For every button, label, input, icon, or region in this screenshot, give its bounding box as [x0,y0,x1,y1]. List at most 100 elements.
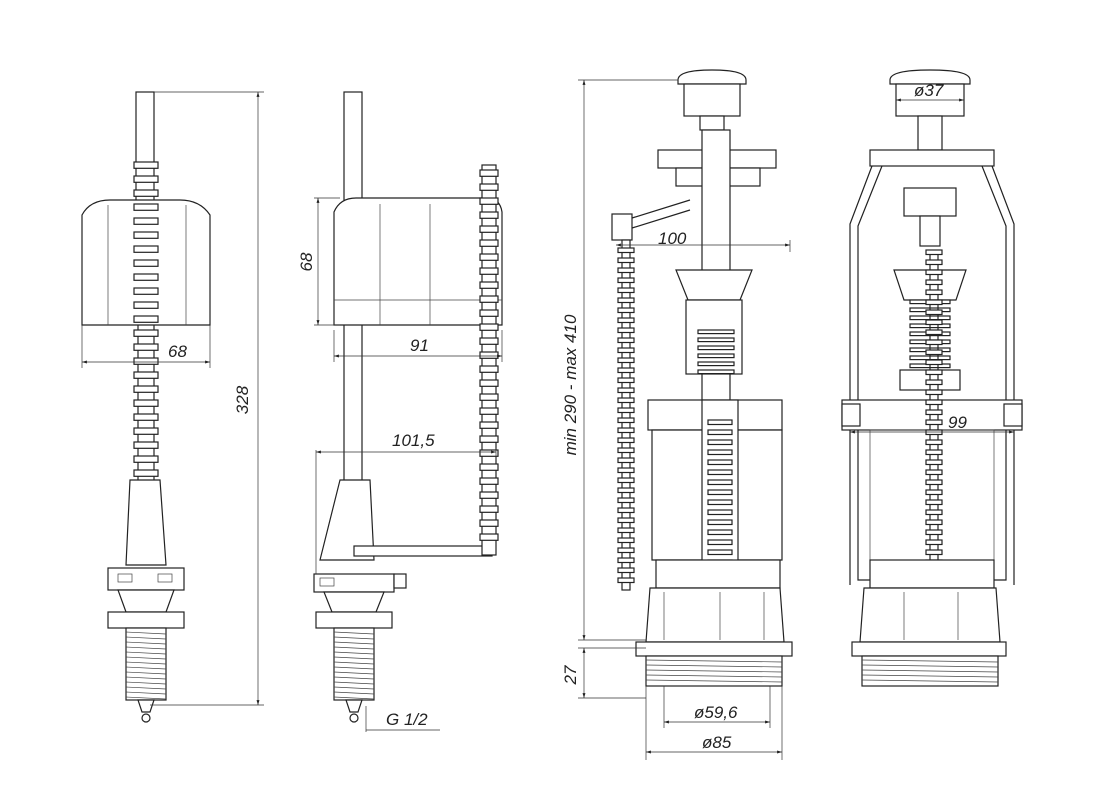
ladder-rung [617,337,635,344]
ladder-rung [133,399,159,407]
thread-ring [645,659,783,663]
ladder-rung [925,499,943,506]
thread-ring [125,666,167,670]
ladder-rung [697,345,735,351]
ladder-rung [707,489,733,496]
ladder-rung [617,257,635,264]
dim-side-reach: 100 [658,229,687,248]
ladder-rung [925,299,943,306]
thread-ring [333,671,375,675]
thread-ring [333,631,375,635]
ladder-rung [617,467,635,474]
fill-valve-side-entry [313,91,503,723]
thread-ring [645,664,783,668]
ladder-rung [697,337,735,343]
ladder-rung [617,287,635,294]
ladder-rung [925,489,943,496]
ladder-rung [617,317,635,324]
ladder-rung [925,509,943,516]
thread-ring [333,641,375,645]
thread-ring [645,674,783,678]
ladder-rung [925,329,943,336]
thread-ring [333,686,375,690]
thread-ring [333,666,375,670]
thread-ring [125,646,167,650]
ladder-rung [479,477,499,485]
ladder-rung [697,329,735,335]
thread-ring [125,656,167,660]
ladder-rung [479,379,499,387]
thread-ring [125,686,167,690]
ladder-rung [617,347,635,354]
thread-ring [125,661,167,665]
ladder-rung [133,245,159,253]
dimension-lines-fig4 [850,98,1014,434]
ladder-rung [479,169,499,177]
thread-ring [333,661,375,665]
ladder-rung [707,459,733,466]
ladder-rung [925,379,943,386]
ladder-rung [617,487,635,494]
ladder-rung [617,537,635,544]
ladder-rung [617,267,635,274]
thread-ring [125,636,167,640]
dimension-lines-fig2 [314,197,503,732]
thread-ring [861,659,999,663]
ladder-rung [617,567,635,574]
dim-overall-height: 328 [233,385,252,414]
ladder-rung [707,519,733,526]
dim-base-height: 27 [561,665,580,685]
ladder-rung [617,527,635,534]
ladder-rung [925,539,943,546]
thread-ring [125,651,167,655]
ladder-rung [479,449,499,457]
dim-thread-diameter: ø59,6 [694,703,738,722]
ladder-rung [133,217,159,225]
ladder-rung [925,409,943,416]
ladder-rung [617,307,635,314]
ladder-rung [133,441,159,449]
thread-ring [125,671,167,675]
ladder-rung [133,329,159,337]
ladder-rung [133,469,159,477]
ladder-rung [925,529,943,536]
ladder-rung [479,421,499,429]
thread-ring [333,676,375,680]
ladder-rung [707,479,733,486]
thread-ring [333,656,375,660]
thread-ring [333,691,375,695]
thread-ring [333,651,375,655]
ladder-rung [707,449,733,456]
ladder-rung [925,289,943,296]
ladder-rung [133,343,159,351]
ladder-rung [479,225,499,233]
ladder-rung [925,279,943,286]
ladder-rung [133,175,159,183]
ladder-rung [479,365,499,373]
ladder-rung [133,371,159,379]
ladder-rung [479,491,499,499]
ladder-rung [479,183,499,191]
ladder-rung [617,557,635,564]
dim-adjustable-height: min 290 - max 410 [561,314,580,455]
dimension-lines-fig1 [81,91,264,706]
ladder-rung [925,439,943,446]
ladder-rung [479,393,499,401]
ladder-rung [133,161,159,169]
thread-ring [333,646,375,650]
ladder-rung [617,477,635,484]
ladder-rung [617,547,635,554]
ladder-rung [133,273,159,281]
ladder-rung [479,295,499,303]
ladder-rung [133,413,159,421]
ladder-rung [479,309,499,317]
ladder-rung [925,519,943,526]
thread-ring [125,631,167,635]
ladder-rung [617,247,635,254]
ladder-rung [925,269,943,276]
ladder-rung [133,259,159,267]
ladder-rung [617,507,635,514]
ladder-rung [617,377,635,384]
ladder-rung [617,277,635,284]
